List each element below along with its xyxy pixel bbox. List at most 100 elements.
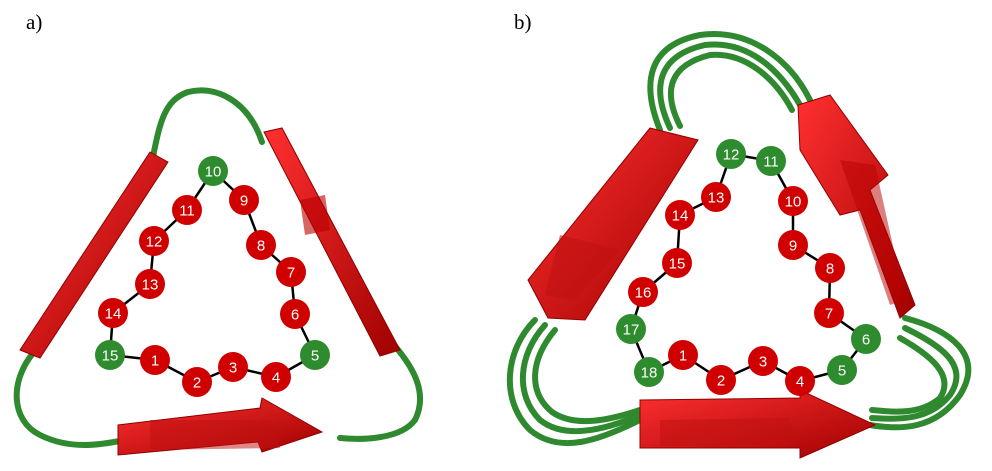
panel-b-residue-node: 6 [851, 324, 881, 354]
panel-a-residue-node: 8 [246, 230, 276, 260]
residue-circle [756, 146, 786, 176]
residue-circle [229, 185, 259, 215]
panel-a-residue-node: 2 [182, 367, 212, 397]
panel-b-residue-node: 4 [785, 366, 815, 396]
panel-a-residue-node: 3 [218, 352, 248, 382]
panel-b-residue-node: 14 [665, 200, 695, 230]
panel-a-residue-node: 4 [261, 362, 291, 392]
panel-a-residue-node: 13 [135, 269, 165, 299]
residue-number: 3 [759, 354, 767, 371]
residue-circle [280, 299, 310, 329]
panel-a-strand-bottom [117, 397, 324, 456]
residue-circle [778, 186, 808, 216]
residue-number: 2 [193, 375, 201, 392]
panel-b-residue-node: 17 [616, 314, 646, 344]
residue-circle [616, 314, 646, 344]
residue-number: 11 [179, 203, 195, 220]
panel-b-residue-node: 12 [716, 139, 746, 169]
panel-b-ribbon [507, 31, 972, 459]
panel-a-loop-tube [13, 87, 423, 448]
panel-b-residue-node: 11 [756, 146, 786, 176]
residue-circle [628, 277, 658, 307]
panel-b-residue-node: 8 [815, 253, 845, 283]
residue-number: 8 [826, 261, 834, 278]
residue-number: 9 [240, 193, 248, 210]
panel-a-label: a) [26, 10, 43, 34]
panel-a-residue-node: 5 [300, 340, 330, 370]
residue-number: 3 [229, 360, 237, 377]
residue-number: 13 [142, 277, 159, 294]
panel-a-residue-node: 1 [140, 345, 170, 375]
residue-circle [815, 253, 845, 283]
residue-circle [300, 340, 330, 370]
residue-number: 14 [105, 306, 122, 323]
residue-number: 17 [623, 322, 640, 339]
residue-number: 4 [272, 370, 280, 387]
residue-circle [246, 230, 276, 260]
residue-circle [662, 248, 692, 278]
panel-b-strand-right [797, 94, 916, 319]
panel-a-residue-node: 14 [98, 298, 128, 328]
residue-number: 12 [146, 234, 163, 251]
residue-number: 5 [838, 363, 846, 380]
residue-circle [95, 340, 125, 370]
residue-circle [135, 269, 165, 299]
panel-a-residue-node: 11 [172, 195, 202, 225]
residue-circle [814, 298, 844, 328]
residue-number: 2 [717, 373, 725, 390]
residue-circle [218, 352, 248, 382]
panel-a-residue-node: 6 [280, 299, 310, 329]
panel-b-residue-node: 10 [778, 186, 808, 216]
residue-number: 7 [287, 265, 295, 282]
panel-a-residue-node: 10 [198, 156, 228, 186]
residue-number: 7 [825, 306, 833, 323]
residue-number: 10 [785, 194, 802, 211]
residue-number: 12 [723, 147, 740, 164]
panel-a-residue-node: 12 [139, 226, 169, 256]
panel-b-residue-node: 2 [706, 365, 736, 395]
residue-circle [172, 195, 202, 225]
panel-a-ribbon [13, 87, 423, 456]
residue-number: 14 [672, 208, 689, 225]
residue-circle [261, 362, 291, 392]
residue-circle [198, 156, 228, 186]
panel-b-strand-left [527, 127, 699, 321]
residue-circle [827, 355, 857, 385]
residue-number: 10 [205, 164, 222, 181]
residue-number: 9 [789, 238, 797, 255]
panel-b-residue-node: 18 [634, 357, 664, 387]
panel-b-loop-tubes [507, 31, 972, 446]
residue-number: 11 [763, 154, 779, 171]
panel-b-residue-node: 5 [827, 355, 857, 385]
residue-number: 4 [796, 374, 804, 391]
residue-number: 15 [669, 256, 686, 273]
panel-a-strand-right [263, 127, 401, 357]
panel-b-residue-node: 15 [662, 248, 692, 278]
residue-number: 5 [311, 348, 319, 365]
residue-number: 1 [679, 348, 687, 365]
residue-number: 13 [708, 190, 725, 207]
residue-circle [140, 345, 170, 375]
residue-circle [276, 257, 306, 287]
residue-circle [634, 357, 664, 387]
residue-circle [716, 139, 746, 169]
residue-number: 6 [291, 307, 299, 324]
residue-number: 6 [862, 332, 870, 349]
residue-number: 1 [151, 353, 159, 370]
residue-circle [748, 346, 778, 376]
residue-circle [668, 340, 698, 370]
residue-circle [785, 366, 815, 396]
panel-a-strand-left [19, 151, 169, 359]
panel-b-residue-node: 16 [628, 277, 658, 307]
residue-number: 16 [635, 285, 652, 302]
residue-circle [701, 182, 731, 212]
panel-b-residue-node: 7 [814, 298, 844, 328]
panel-a-residue-node: 9 [229, 185, 259, 215]
residue-circle [851, 324, 881, 354]
residue-circle [182, 367, 212, 397]
residue-number: 18 [641, 365, 658, 382]
residue-circle [706, 365, 736, 395]
